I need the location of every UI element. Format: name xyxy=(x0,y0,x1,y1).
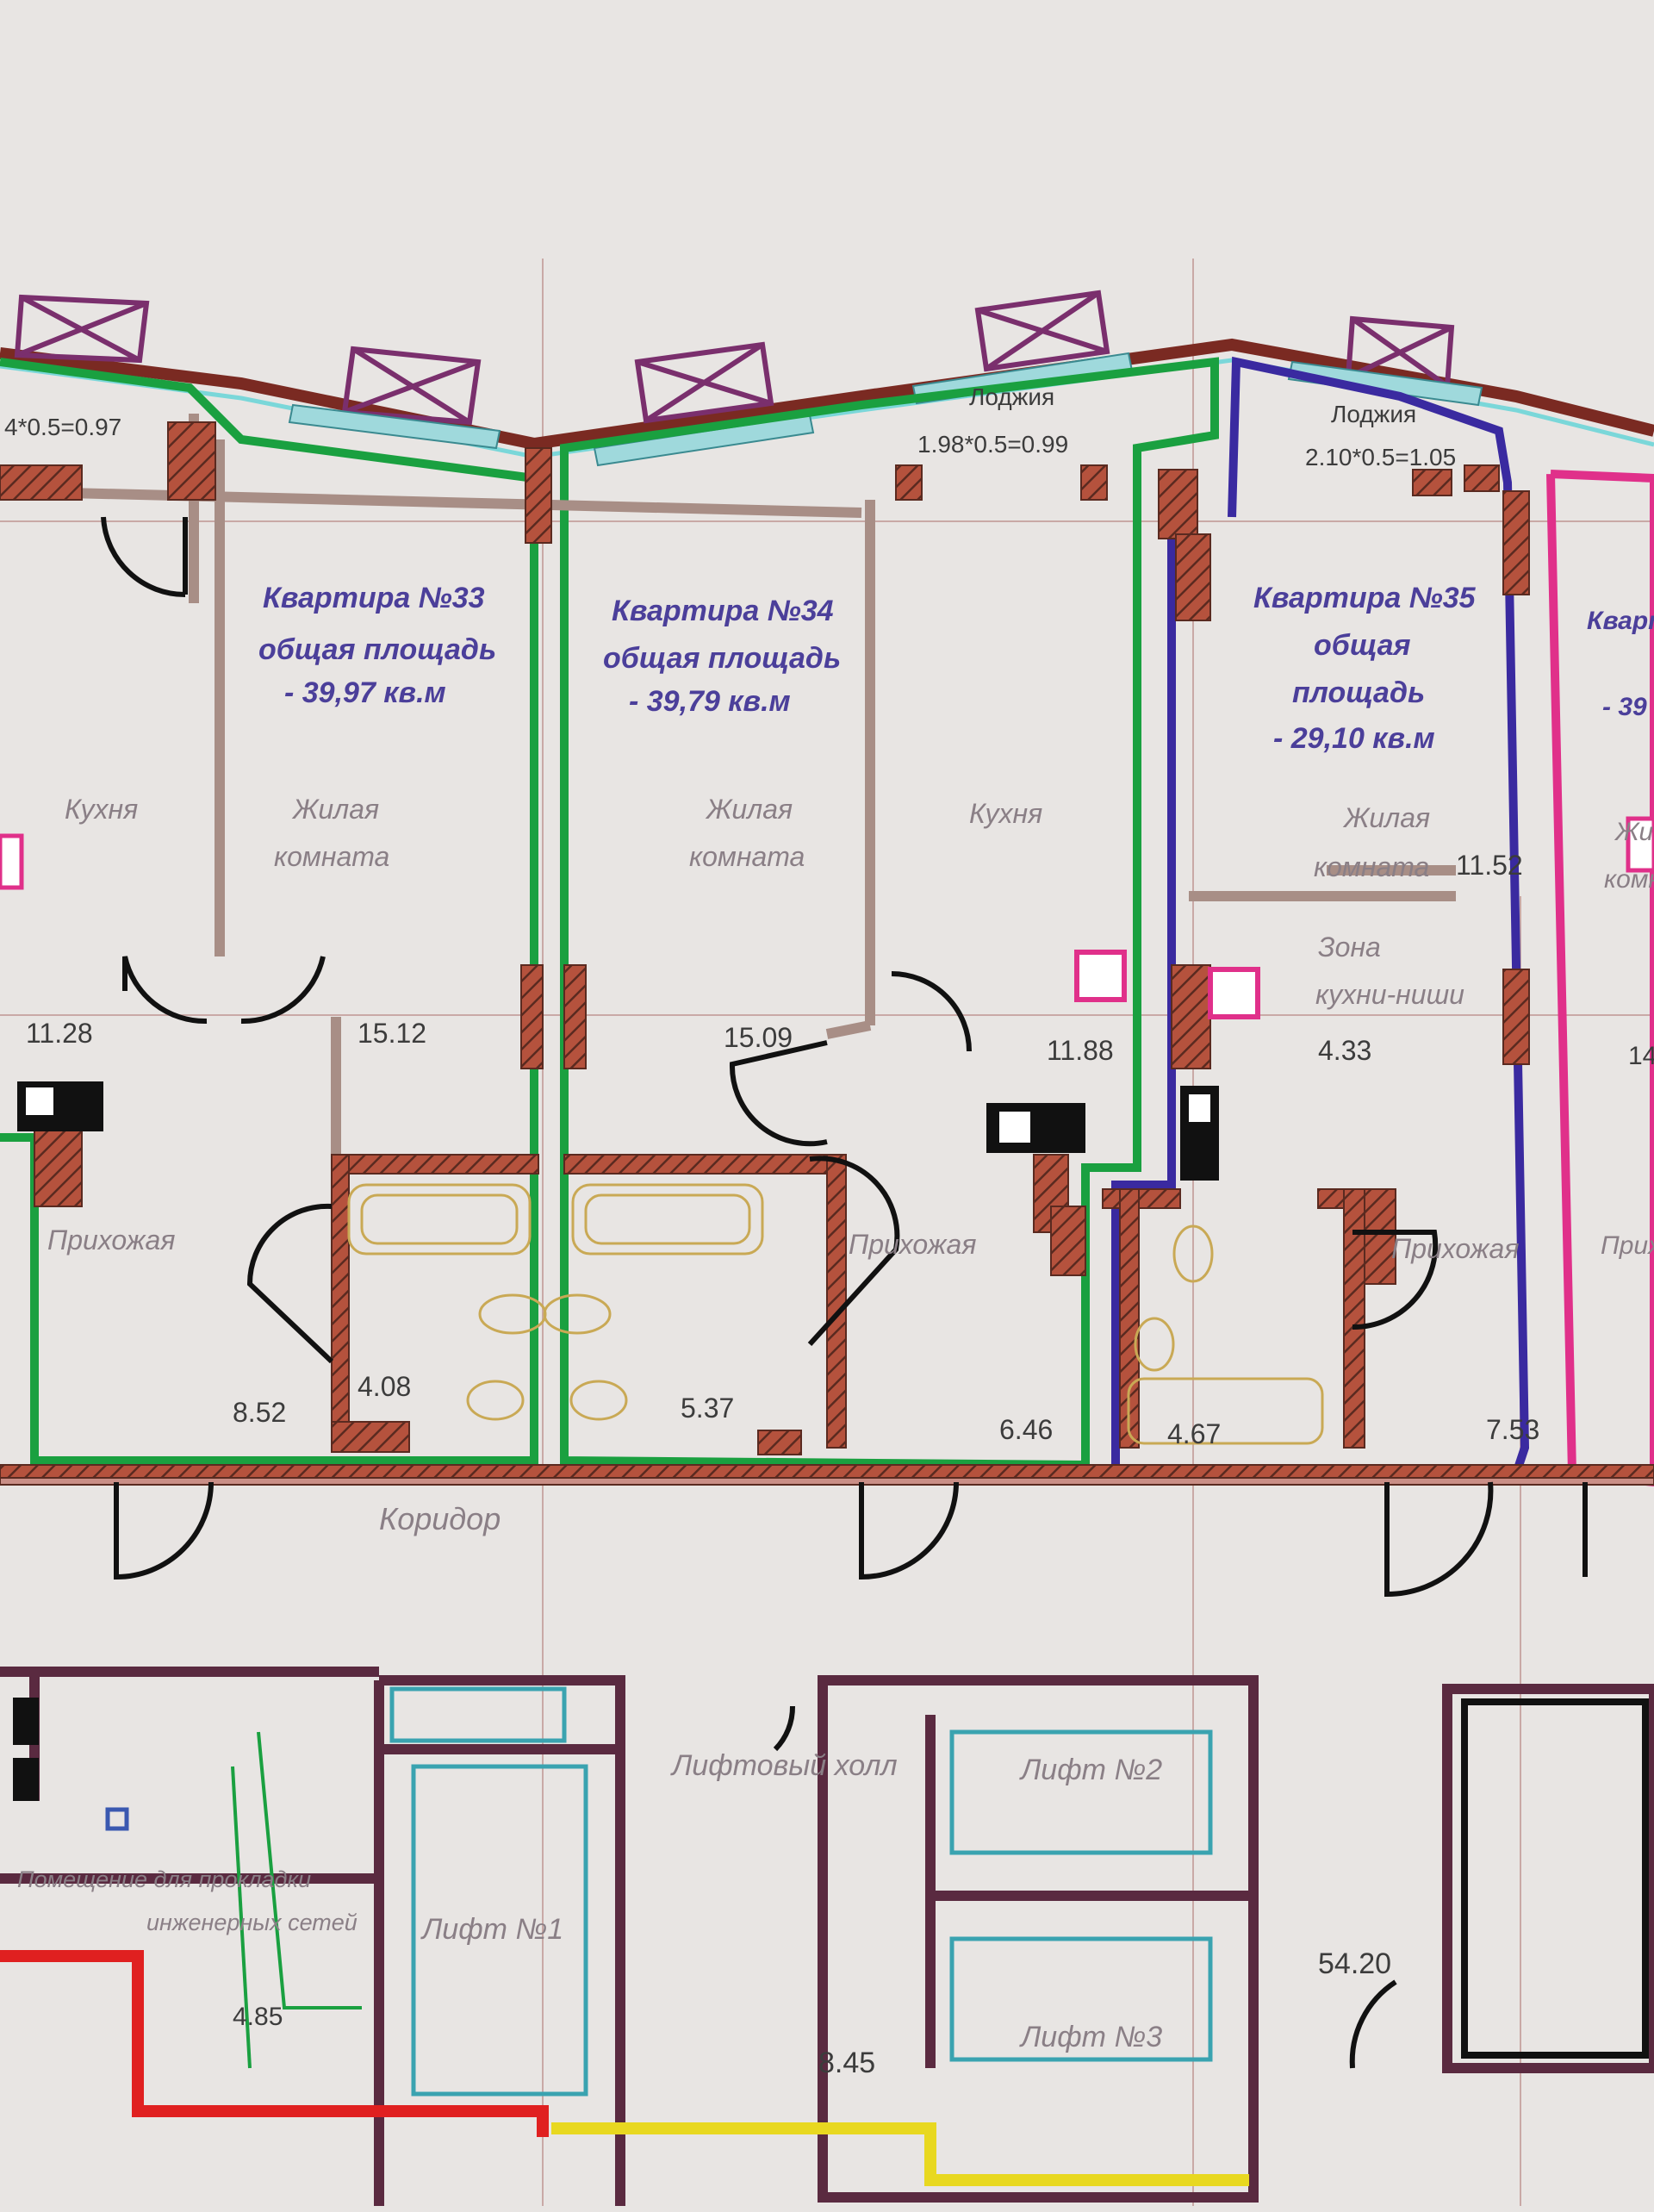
area-5-37: 5.37 xyxy=(681,1393,734,1424)
area-4-33: 4.33 xyxy=(1318,1035,1371,1066)
area-4-67: 4.67 xyxy=(1167,1418,1221,1449)
room-lift-2: Лифт №2 xyxy=(1019,1754,1162,1786)
sink-icons xyxy=(466,1224,1214,1421)
apartment-36-area-value: - 39 xyxy=(1602,693,1647,721)
room-living-36-l2: комн xyxy=(1604,865,1654,894)
apartment-33-area-value: - 39,97 кв.м xyxy=(284,676,446,709)
apartment-35-line2: площадь xyxy=(1292,676,1425,709)
window-cross-4 xyxy=(974,290,1110,372)
area-11-88: 11.88 xyxy=(1047,1035,1114,1066)
room-hall-33: Прихожая xyxy=(47,1224,175,1256)
outer-wall xyxy=(0,338,1654,459)
room-hall-36: Прих xyxy=(1601,1231,1654,1260)
room-lift-1: Лифт №1 xyxy=(420,1913,563,1946)
vent-icons xyxy=(0,816,1654,1019)
room-living-33-l2: комната xyxy=(274,841,389,872)
room-lift-hall: Лифтовый холл xyxy=(670,1749,898,1782)
lift-cabins xyxy=(389,1686,1213,2097)
tech-marker xyxy=(105,1807,129,1831)
tech-room-lines xyxy=(231,1731,362,2069)
room-living-34-l2: комната xyxy=(689,841,805,872)
room-living-36-l1: Жи xyxy=(1614,818,1654,846)
room-kitchen-34: Кухня xyxy=(969,798,1042,829)
area-15-12: 15.12 xyxy=(358,1018,426,1049)
room-tech-l1: Помещение для прокладки xyxy=(17,1866,311,1892)
room-zone-35-l1: Зона xyxy=(1318,932,1381,963)
room-living-33-l1: Жилая xyxy=(291,794,379,825)
window-cross-2 xyxy=(341,346,482,426)
apartment-35-title: Квартира №35 xyxy=(1253,582,1477,614)
apartment-36-title: Квартир xyxy=(1587,607,1654,635)
room-hall-34: Прихожая xyxy=(849,1229,976,1260)
apartment-35-area-value: - 29,10 кв.м xyxy=(1273,722,1435,755)
room-living-35-l2: комната xyxy=(1314,851,1429,882)
room-lift-3: Лифт №3 xyxy=(1019,2021,1162,2053)
loggia-mid-title: Лоджия xyxy=(969,383,1054,410)
loggia-mid-size: 1.98*0.5=0.99 xyxy=(917,431,1068,458)
doors xyxy=(101,516,1588,2069)
area-11-28: 11.28 xyxy=(26,1018,93,1049)
apartment-35-outline xyxy=(1111,356,1530,1479)
area-4-85: 4.85 xyxy=(233,2003,283,2031)
apartment-34-area-label: общая площадь xyxy=(603,642,841,675)
area-14-partial: 14 xyxy=(1628,1042,1654,1070)
window-cross-3 xyxy=(634,341,774,424)
loggia-right-size: 2.10*0.5=1.05 xyxy=(1305,444,1456,470)
area-15-09: 15.09 xyxy=(724,1022,793,1053)
room-living-35-l1: Жилая xyxy=(1342,802,1430,833)
apartment-34-area-value: - 39,79 кв.м xyxy=(629,685,791,718)
apartment-bottom-mid-outline xyxy=(551,2122,1249,2186)
window-cross-1 xyxy=(14,294,150,364)
apartment-33-title: Квартира №33 xyxy=(263,582,485,614)
apartment-34-outline xyxy=(560,357,1219,1470)
room-hall-35: Прихожая xyxy=(1391,1233,1519,1264)
apartment-33-area-label: общая площадь xyxy=(258,633,496,666)
apartment-35-line1: общая xyxy=(1314,629,1411,662)
area-54-20: 54.20 xyxy=(1318,1947,1391,1980)
apartment-36-outline xyxy=(1546,470,1654,1487)
area-4-08: 4.08 xyxy=(358,1371,411,1402)
room-living-34-l1: Жилая xyxy=(705,794,793,825)
loggia-right-title: Лоджия xyxy=(1331,401,1416,427)
shaft-walls xyxy=(0,1667,1654,2206)
stove-icons xyxy=(17,1081,1219,1181)
bathtub-35 xyxy=(1127,1377,1324,1445)
lift-core xyxy=(818,1675,1259,2203)
room-zone-35-l2: кухни-ниши xyxy=(1315,979,1464,1010)
area-11-52: 11.52 xyxy=(1456,850,1523,881)
brick-walls xyxy=(0,421,1654,1486)
room-kitchen-33: Кухня xyxy=(65,794,138,825)
area-7-53: 7.53 xyxy=(1486,1414,1539,1445)
room-corridor: Коридор xyxy=(379,1501,501,1536)
bathtub-33 xyxy=(347,1183,532,1256)
area-8-45: 8.45 xyxy=(818,2047,875,2079)
area-8-52: 8.52 xyxy=(233,1397,286,1428)
loggia-blocks xyxy=(1412,464,1500,496)
area-6-46: 6.46 xyxy=(999,1414,1053,1445)
loggia-left-size: 4*0.5=0.97 xyxy=(4,414,121,440)
apartment-bottom-left-outline xyxy=(0,1950,549,2137)
room-tech-l2: инженерных сетей xyxy=(146,1910,358,1935)
apartment-34-title: Квартира №34 xyxy=(612,595,834,627)
left-wall-stubs xyxy=(13,1698,39,1801)
bathtub-34 xyxy=(571,1183,764,1256)
